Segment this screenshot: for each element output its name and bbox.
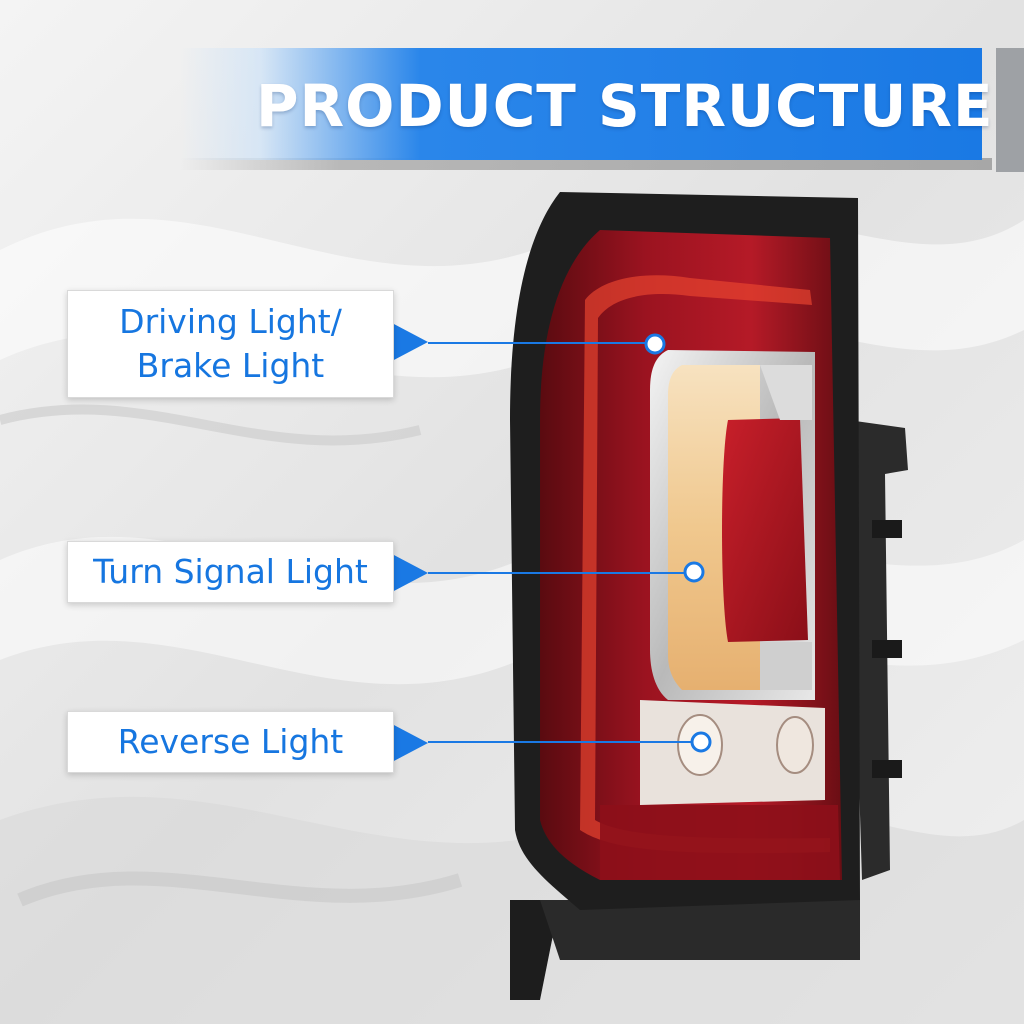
banner-side-tab <box>996 48 1024 172</box>
page-title: PRODUCT STRUCTURE <box>256 72 994 140</box>
turn-signal-light-label: Turn Signal Light <box>67 541 394 603</box>
banner-shadow <box>180 158 992 170</box>
reverse-light-label: Reverse Light <box>67 711 394 773</box>
label-line: Driving Light/ <box>119 302 342 341</box>
driving-brake-light-label: Driving Light/ Brake Light <box>67 290 394 398</box>
label-line: Turn Signal Light <box>93 552 368 591</box>
header-banner <box>180 48 982 160</box>
label-line: Reverse Light <box>117 722 344 761</box>
label-line: Brake Light <box>136 346 325 385</box>
